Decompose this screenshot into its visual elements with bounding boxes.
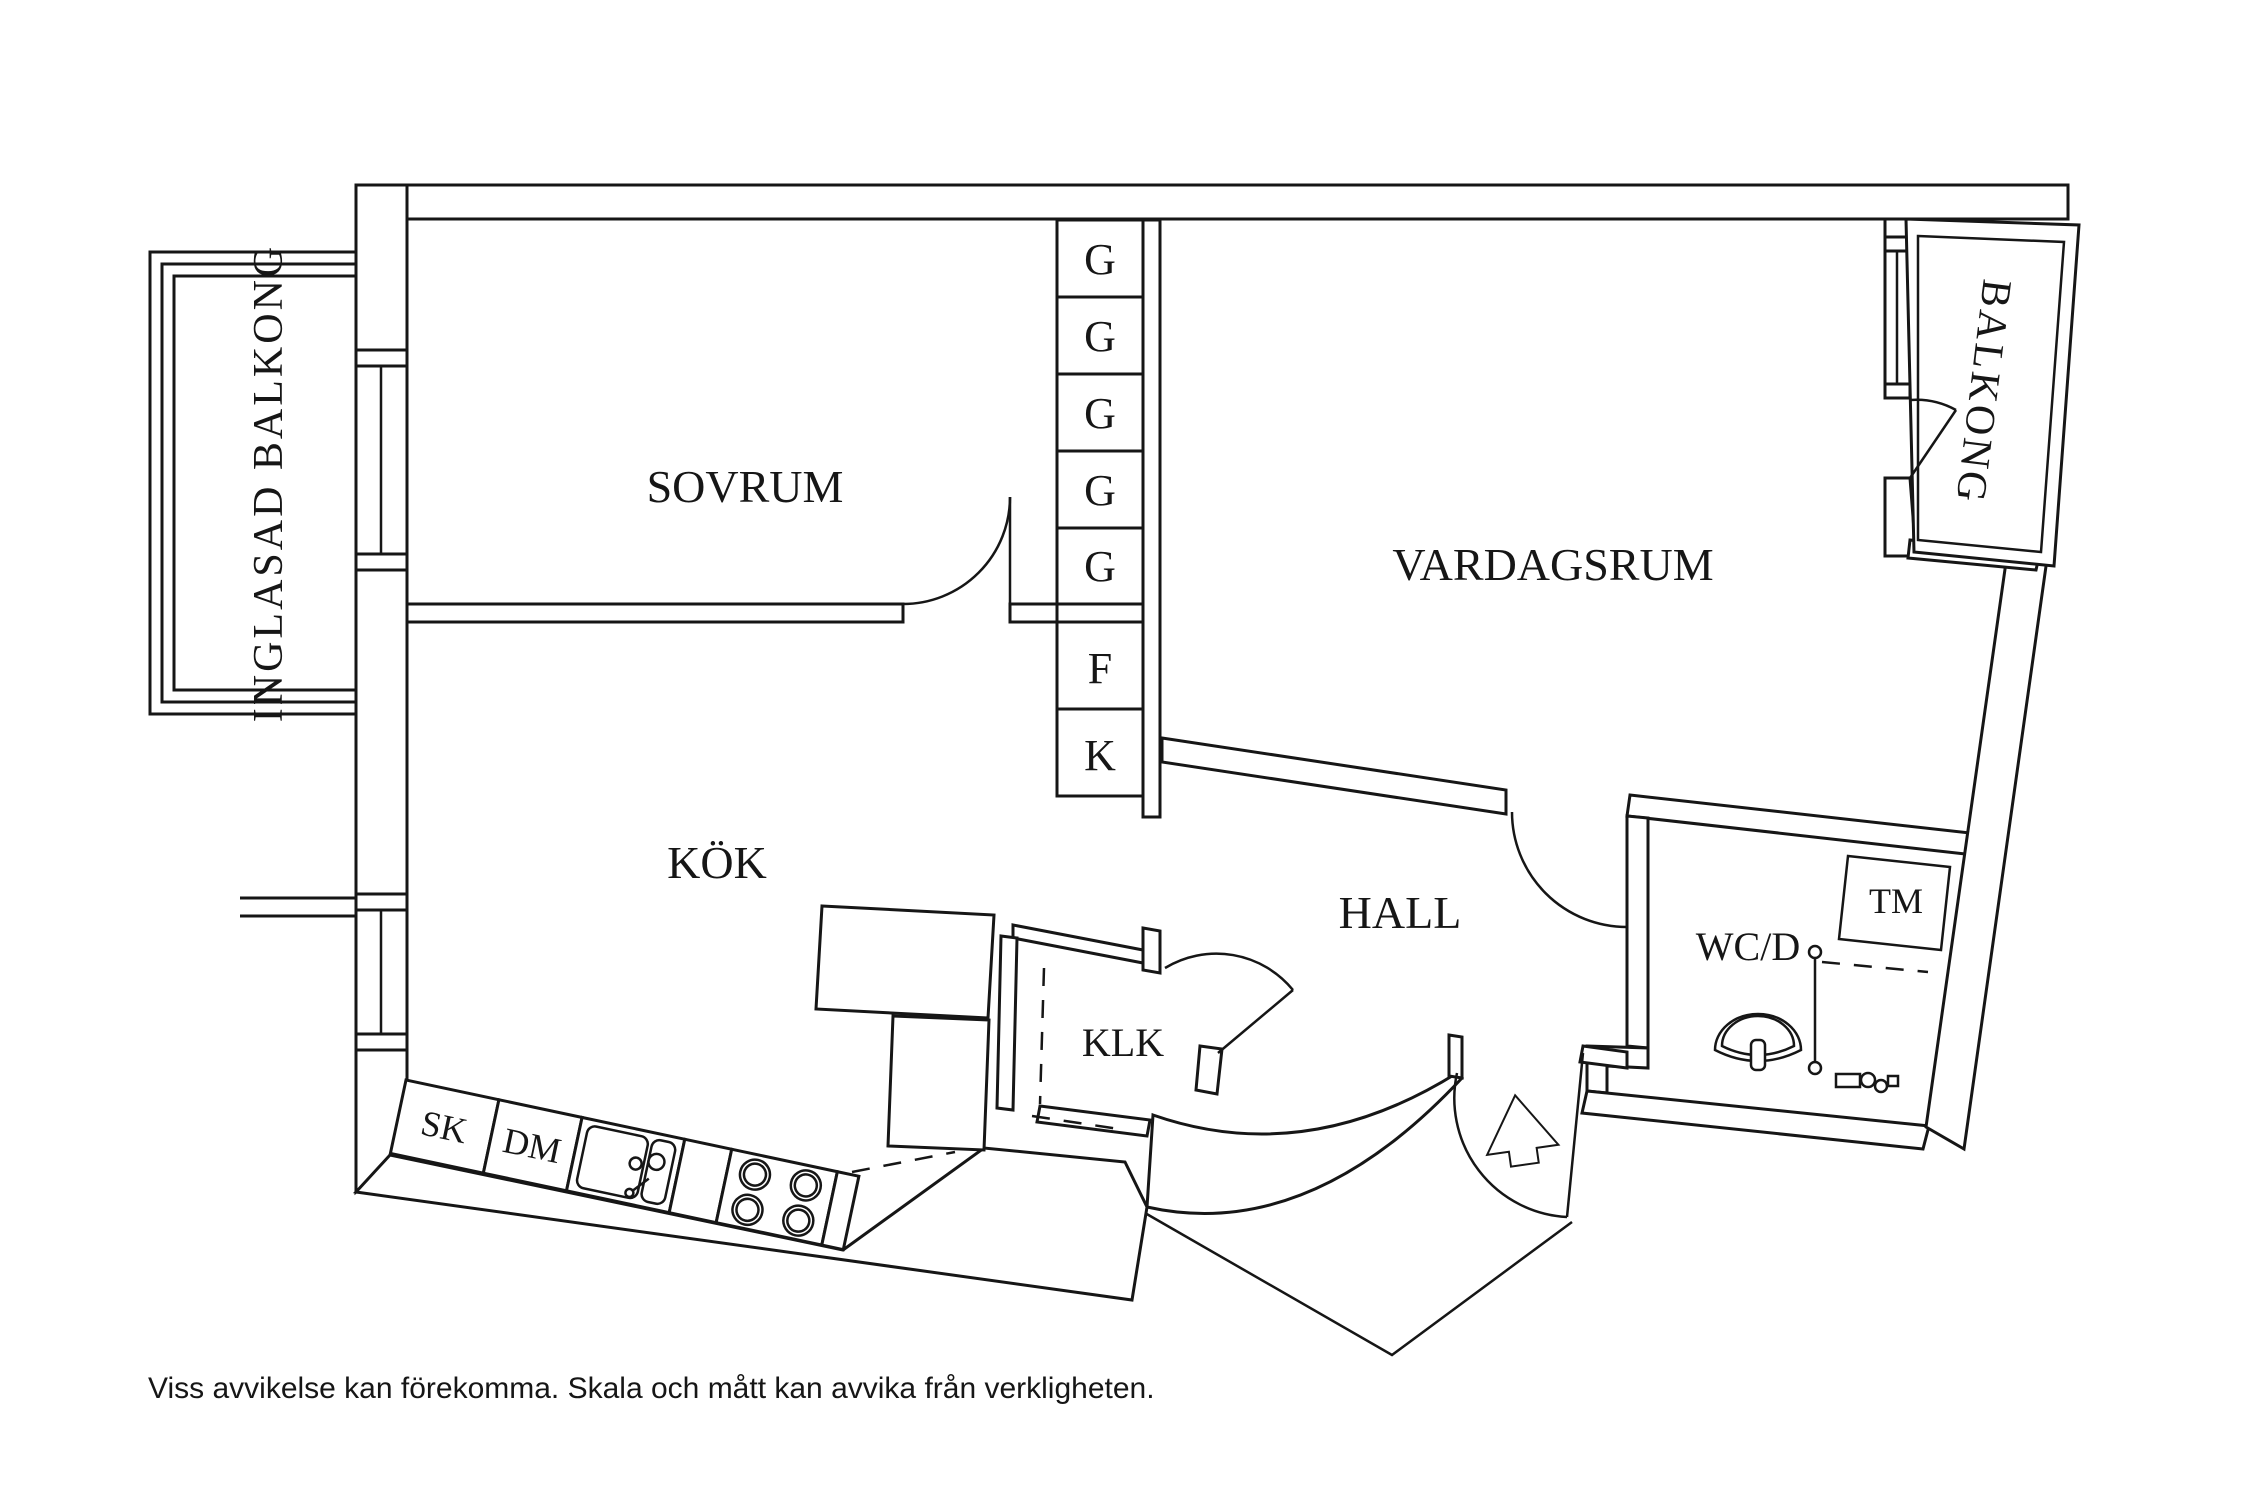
closet-box-g2 [1055,295,1145,376]
wall-top [354,183,2070,221]
balcony-right-inner-line [1916,234,2066,554]
balcony-door-leaf [1908,409,1958,479]
glazed-balcony-label: INGLASAD BALKONG [246,244,292,722]
closet-box-g3 [1055,372,1145,453]
wall-klk-door-post [1141,926,1162,975]
wall-left-upper [354,183,409,352]
wall-hall-north [1160,736,1508,816]
closet-label-g5: G [1084,542,1116,591]
closet-label-f: F [1088,644,1112,693]
disclaimer-text: Viss avvikelse kan förekomma. Skala och … [148,1372,1155,1405]
bathroom-fixtures-group [1713,854,1952,1094]
closet-box-g1 [1055,218,1145,299]
shower-dashed-line [1821,960,1929,974]
closet-label-g2: G [1084,312,1116,361]
closet-box-k [1055,707,1145,798]
stove-icon [731,1158,823,1237]
cabinet-label: SK [417,1103,470,1152]
room-label-hall: HALL [1339,887,1462,938]
window-kitchen-top-bar [354,892,409,912]
shower-screen-hinge-top [1807,944,1823,960]
wall-bedroom-kitchen-right [1008,602,1059,624]
closet-box-g5 [1055,526,1145,606]
glazed-balcony-outer [148,250,356,716]
faucet-icon [1834,1071,1900,1094]
klk-shelf-dashed-horizontal [1031,1114,1127,1132]
wcd-door-arc [1510,811,1628,929]
wall-wcd-west [1625,814,1650,1050]
room-label-living-room: VARDAGSRUM [1392,539,1713,590]
room-label-kitchen: KÖK [667,837,767,888]
closet-label-g4: G [1084,466,1116,515]
window-bedroom-bottom-bar [354,552,409,572]
wall-hall-curved [1145,1071,1465,1215]
stairwell-outline [1144,1211,1573,1357]
closet-label-g3: G [1084,389,1116,438]
wall-klk-north [1011,923,1145,965]
counter-box-end [819,1169,861,1252]
peninsula-cabinet-box [814,904,996,1020]
counter-dashed-link [851,1150,956,1174]
peninsula-cabinet-column [886,1014,991,1152]
glazed-balcony-group [148,250,356,918]
klk-door-arc [1164,952,1294,991]
toilet-icon [1713,1012,1803,1072]
room-label-bedroom: SOVRUM [647,461,844,512]
window-kitchen-bottom-bar [354,1032,409,1052]
closet-units-group [1055,218,1145,798]
washing-machine-box [1837,854,1952,952]
glazed-balcony-mid [160,262,356,704]
thin-lines-group [379,251,1958,1357]
kitchen-counter-group: SK DM [388,1078,861,1252]
balcony-right-outline [1904,217,2081,568]
window-bedroom-top-bar [354,348,409,368]
entry-arrow-icon [1485,1093,1561,1168]
kitchen-window-sill [240,896,356,918]
wall-entry-hinge [1578,1044,1629,1070]
balcony-door-arc [1909,398,1957,412]
klk-door-strike-jamb [1194,1044,1224,1096]
shower-screen-hinge-bottom [1807,1060,1823,1076]
klk-shelf-dashed-vertical [1038,967,1046,1105]
glazed-balcony-inner [172,274,356,692]
wall-klk-west [995,934,1019,1112]
wall-bedroom-kitchen-left [405,602,905,624]
bedroom-door-arc [902,496,1012,606]
sink-icon [575,1125,677,1206]
room-label-bathroom: WC/D [1696,924,1800,969]
room-label-klk: KLK [1082,1020,1164,1065]
wall-wcd-south [1580,1089,1931,1151]
wall-klk-south [1035,1104,1152,1138]
window-livingroom-bottom-bar [1883,382,1912,400]
closet-label-g1: G [1084,235,1116,284]
closet-label-k: K [1084,731,1116,780]
washing-machine-label: TM [1869,881,1923,921]
wall-left-mid [354,568,409,896]
entry-door-arc [1453,1072,1568,1219]
wall-wcd-north [1625,793,2008,860]
wall-closet-column [1141,218,1162,819]
entry-door-leaf [1565,1052,1585,1218]
entry-door-jamb [1447,1033,1464,1080]
kitchen-peninsula-group [814,904,996,1152]
closet-box-f [1055,620,1145,711]
closet-box-g4 [1055,449,1145,530]
klk-door-leaf [1217,989,1294,1054]
